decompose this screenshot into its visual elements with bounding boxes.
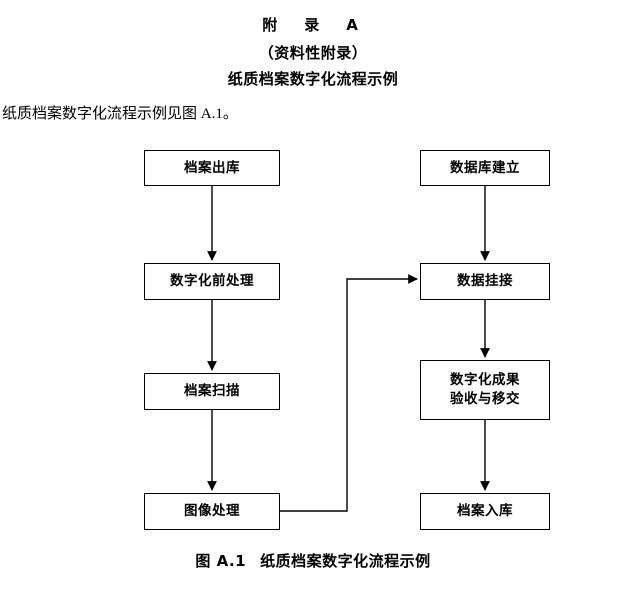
flow-node-label: 数据库建立 <box>450 159 520 176</box>
flow-node-archive-checkout[interactable]: 档案出库 <box>144 150 280 186</box>
flow-node-label: 数字化成果 验收与移交 <box>450 372 520 407</box>
flow-node-acceptance-and-handover[interactable]: 数字化成果 验收与移交 <box>420 360 550 420</box>
figure-caption-text: 纸质档案数字化流程示例 <box>260 552 431 570</box>
flow-node-label: 图像处理 <box>184 503 240 519</box>
intro-paragraph: 纸质档案数字化流程示例见图 A.1。 <box>2 106 238 122</box>
flow-node-archive-scanning[interactable]: 档案扫描 <box>144 373 280 410</box>
flow-node-database-creation[interactable]: 数据库建立 <box>420 150 550 186</box>
appendix-heading: 附 录 A <box>262 16 364 34</box>
flow-node-archive-return[interactable]: 档案入库 <box>420 493 550 530</box>
flow-node-label: 档案出库 <box>184 159 240 176</box>
edge-n4-n6 <box>280 274 418 512</box>
figure-caption: 图 A.1 纸质档案数字化流程示例 <box>0 550 626 571</box>
informative-subheading: （资料性附录） <box>258 44 368 62</box>
flow-node-label: 数据挂接 <box>457 273 513 289</box>
flow-node-pre-digitization[interactable]: 数字化前处理 <box>144 263 280 300</box>
flow-node-label: 档案入库 <box>457 503 513 519</box>
appendix-title: 纸质档案数字化流程示例 <box>227 70 399 88</box>
flow-node-label: 档案扫描 <box>184 383 240 399</box>
flow-node-label: 数字化前处理 <box>170 273 254 289</box>
flow-node-image-processing[interactable]: 图像处理 <box>144 493 280 530</box>
figure-caption-label: 图 A.1 <box>195 552 247 570</box>
flow-node-data-linking[interactable]: 数据挂接 <box>420 263 550 300</box>
